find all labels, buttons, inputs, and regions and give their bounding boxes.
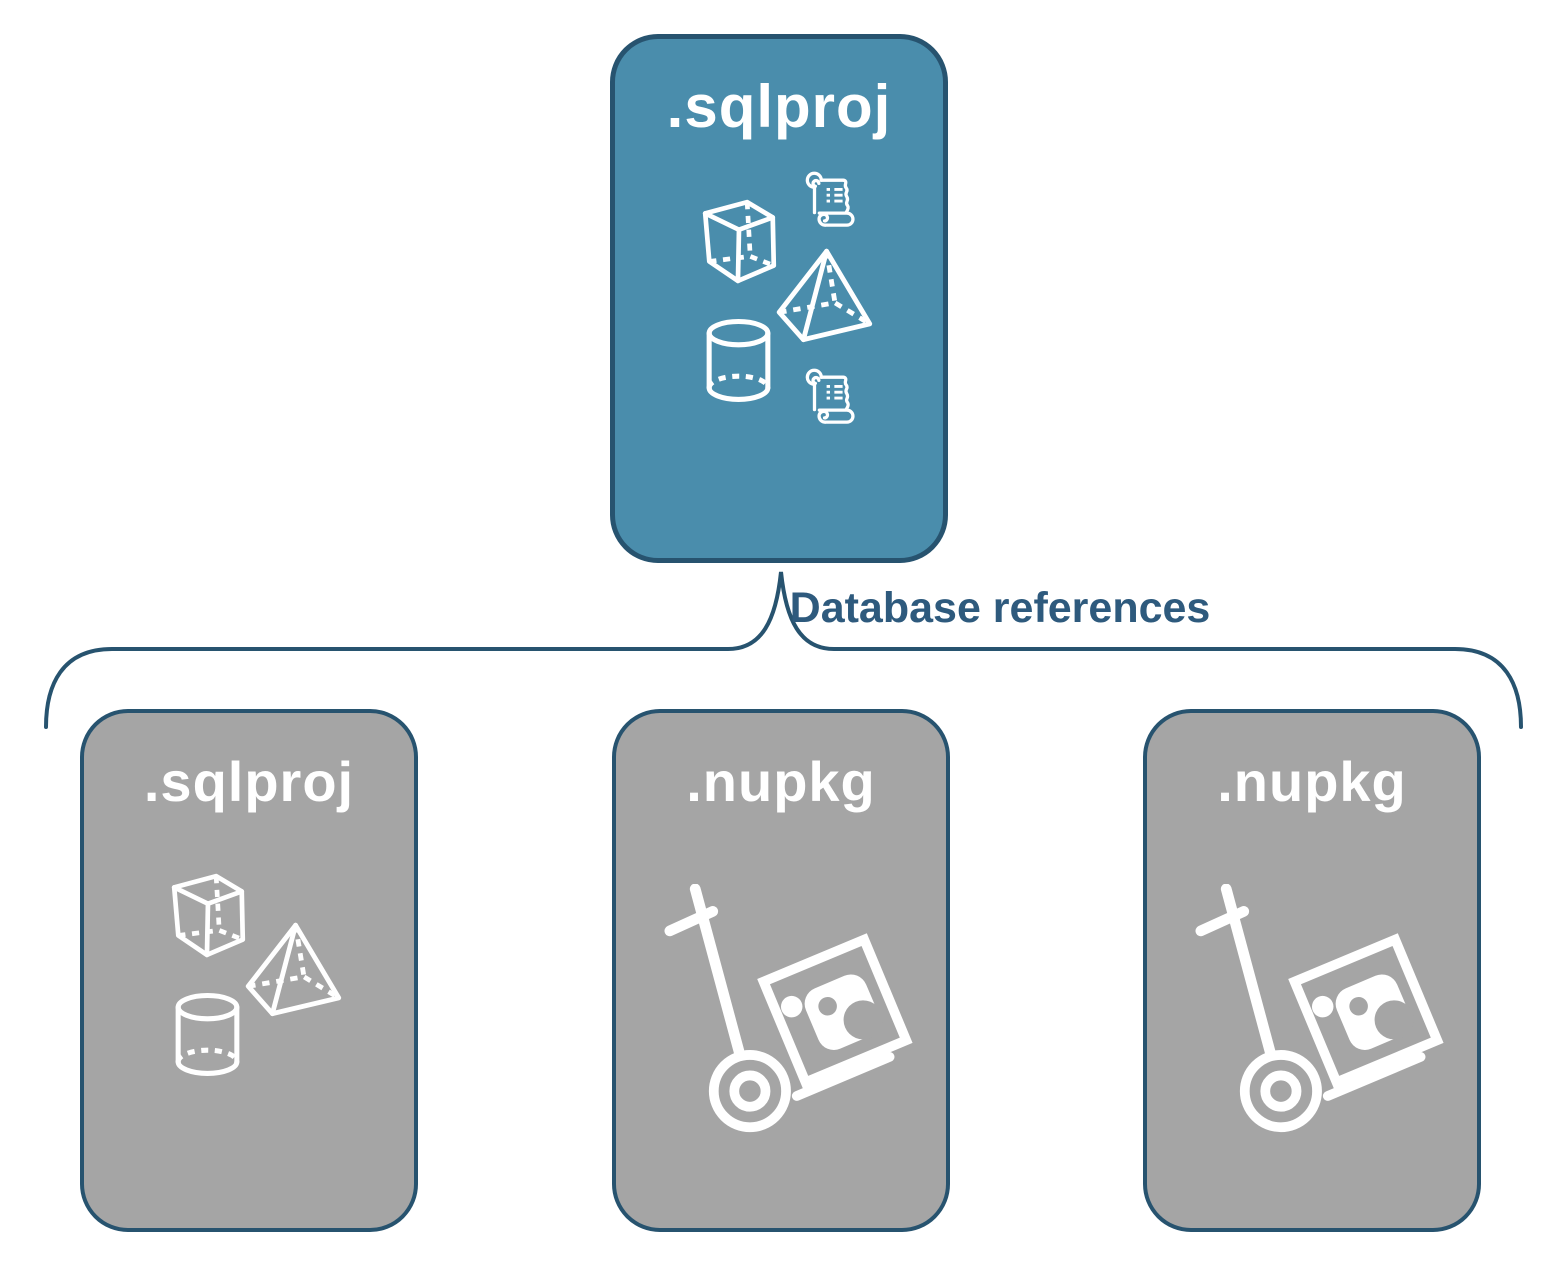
cube-icon [701, 198, 779, 286]
scroll-icon [799, 171, 861, 233]
pyramid-icon [775, 248, 875, 345]
pyramid-icon [244, 922, 344, 1019]
parent-box-sqlproj: .sqlproj [610, 34, 948, 563]
child-box-nupkg-1: .nupkg [612, 709, 950, 1232]
child-box-title: .nupkg [686, 750, 876, 813]
child-box-title: .nupkg [1217, 750, 1407, 813]
parent-box-title: .sqlproj [666, 73, 892, 140]
nuget-package-cart-icon [662, 881, 914, 1139]
child-box-sqlproj: .sqlproj [80, 709, 418, 1232]
connector-label: Database references [789, 584, 1211, 632]
child-box-nupkg-2: .nupkg [1143, 709, 1481, 1232]
child-box-title: .sqlproj [143, 750, 355, 813]
scroll-icon [799, 368, 861, 430]
cylinder-icon [704, 319, 773, 404]
cylinder-icon [173, 993, 242, 1078]
cube-icon [170, 872, 248, 960]
nuget-package-cart-icon [1193, 881, 1445, 1139]
